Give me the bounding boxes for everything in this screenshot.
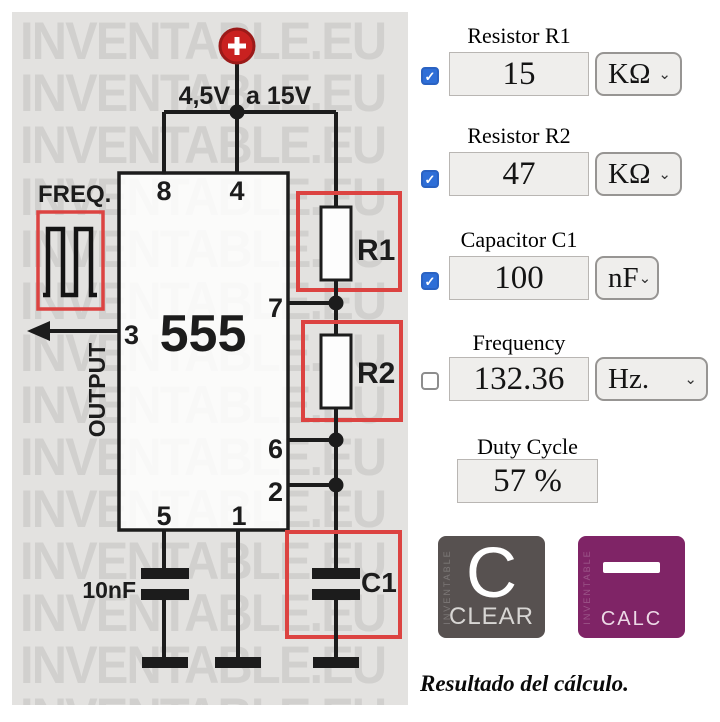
- watermark-text: INVENTABLE.EU: [20, 376, 387, 435]
- r1-value-input[interactable]: [449, 52, 589, 96]
- watermark-text: INVENTABLE.EU: [20, 324, 387, 383]
- watermark-text: INVENTABLE.EU: [20, 428, 387, 487]
- c1-field-label: Capacitor C1: [460, 227, 578, 252]
- frequency-field-label: Frequency: [472, 330, 566, 355]
- watermark-text: INVENTABLE.EU: [20, 272, 387, 331]
- duty-cycle-field-label: Duty Cycle: [477, 434, 578, 459]
- calc-button[interactable]: INVENTABLE CALC: [578, 536, 685, 638]
- chevron-down-icon: ⌄: [684, 369, 697, 388]
- chevron-down-icon: ⌄: [638, 268, 652, 287]
- result-caption: Resultado del cálculo.: [420, 671, 629, 696]
- frequency-checkbox[interactable]: ✓: [421, 372, 439, 390]
- r1-field-label: Resistor R1: [467, 23, 571, 48]
- r2-field-label: Resistor R2: [467, 123, 571, 148]
- equals-icon: [603, 562, 660, 585]
- r1-unit-select[interactable]: KΩ ⌄: [595, 52, 682, 96]
- clear-c-icon: C: [465, 536, 518, 613]
- chevron-down-icon: ⌄: [658, 164, 671, 183]
- chevron-down-icon: ⌄: [658, 64, 671, 83]
- c1-unit-value: nF: [608, 261, 639, 294]
- duty-cycle-value[interactable]: [457, 459, 598, 503]
- r1-unit-value: KΩ: [608, 57, 651, 90]
- frequency-value-input[interactable]: [449, 357, 589, 401]
- r2-value-input[interactable]: [449, 152, 589, 196]
- c1-unit-select[interactable]: nF ⌄: [595, 256, 659, 300]
- r2-unit-select[interactable]: KΩ ⌄: [595, 152, 682, 196]
- clear-button-label: CLEAR: [448, 603, 535, 630]
- frequency-unit-select[interactable]: Hz. ⌄: [595, 357, 708, 401]
- c1-checkbox[interactable]: ✓: [421, 272, 439, 290]
- r2-unit-value: KΩ: [608, 157, 651, 190]
- calc-button-label: CALC: [600, 608, 663, 630]
- watermark-text: INVENTABLE.EU: [20, 636, 387, 695]
- watermark-text: INVENTABLE.EU: [20, 584, 387, 643]
- watermark-text: INVENTABLE.EU: [20, 480, 387, 539]
- check-icon: ✓: [424, 68, 436, 84]
- watermark-text: INVENTABLE.EU: [20, 691, 387, 705]
- check-icon: ✓: [424, 273, 436, 289]
- watermark-text: INVENTABLE.EU: [20, 12, 387, 71]
- watermark-text: INVENTABLE.EU: [20, 220, 387, 279]
- check-icon: ✓: [424, 171, 436, 187]
- watermark-text: INVENTABLE.EU: [20, 64, 387, 123]
- c1-value-input[interactable]: [449, 256, 589, 300]
- clear-button[interactable]: INVENTABLE C CLEAR: [438, 536, 545, 638]
- r1-checkbox[interactable]: ✓: [421, 67, 439, 85]
- r2-checkbox[interactable]: ✓: [421, 170, 439, 188]
- watermark-text: INVENTABLE.EU: [20, 168, 387, 227]
- watermark-text: INVENTABLE.EU: [20, 116, 387, 175]
- circuit-image-panel: INVENTABLE.EU INVENTABLE.EU INVENTABLE.E…: [12, 12, 408, 705]
- frequency-unit-value: Hz.: [608, 362, 650, 395]
- watermark-text: INVENTABLE.EU: [20, 532, 387, 591]
